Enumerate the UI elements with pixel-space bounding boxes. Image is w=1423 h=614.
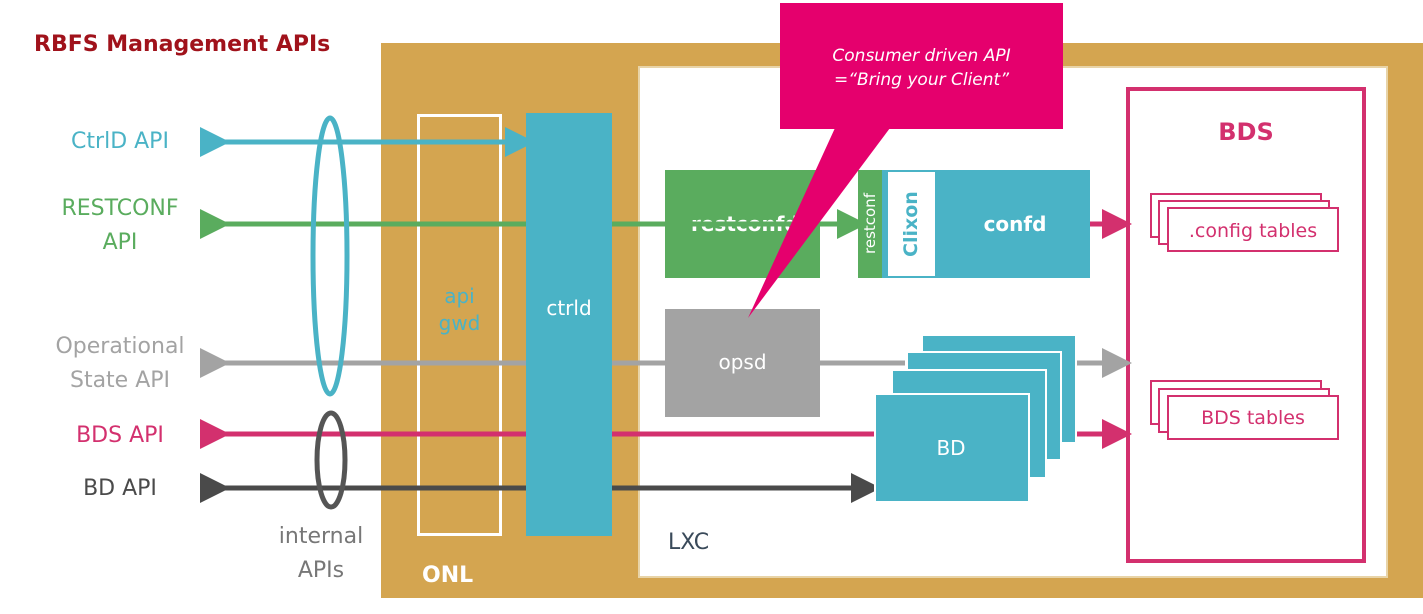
api-gwd-label: api gwd: [417, 283, 502, 337]
opsd-label: opsd: [718, 350, 767, 374]
api-gwd-box: [417, 114, 502, 536]
api-gwd-label-line2: gwd: [438, 311, 481, 335]
page-title: RBFS Management APIs: [34, 32, 331, 57]
bds-box: [1126, 87, 1366, 563]
restconf-api-label: RESTCONF API: [30, 192, 210, 260]
bd-label: BD: [936, 436, 966, 460]
internal-apis-label: internal APIs: [262, 520, 380, 588]
restconf-api-line2: API: [102, 230, 138, 255]
ctrld-api-label: CtrlD API: [71, 129, 169, 154]
confd-label: confd: [983, 212, 1047, 236]
bds-title: BDS: [1218, 118, 1274, 146]
bds-table-front: [1167, 395, 1339, 440]
internal-apis-line2: APIs: [297, 558, 345, 583]
ctrld-box: [526, 113, 612, 536]
external-apis-ellipse: [310, 115, 350, 397]
bd-card-front: [874, 393, 1030, 503]
restconf-api-line1: RESTCONF: [61, 196, 179, 221]
opsd-box: [665, 309, 820, 417]
onl-label: ONL: [422, 563, 474, 588]
callout-line1: Consumer driven API: [832, 46, 1011, 66]
callout-box: [780, 3, 1063, 129]
bds-tables-label: BDS tables: [1201, 407, 1305, 429]
clixon-box: [888, 172, 935, 276]
ctrld-label: ctrld: [546, 296, 592, 320]
callout-text: Consumer driven API =“Bring your Client”: [780, 44, 1063, 92]
operational-api-label: Operational State API: [30, 330, 210, 398]
internal-apis-line1: internal: [278, 524, 364, 549]
config-table-front: [1167, 207, 1339, 252]
bds-api-label: BDS API: [76, 423, 164, 448]
callout-line2: =“Bring your Client”: [833, 70, 1010, 90]
operational-api-line2: State API: [69, 368, 171, 393]
bd-api-label: BD API: [83, 476, 157, 501]
lxc-label: LXC: [668, 530, 710, 555]
api-gwd-label-line1: api: [444, 284, 475, 308]
operational-api-line1: Operational: [55, 334, 185, 359]
config-tables-label: .config tables: [1188, 220, 1318, 242]
internal-apis-ellipse: [314, 410, 348, 510]
